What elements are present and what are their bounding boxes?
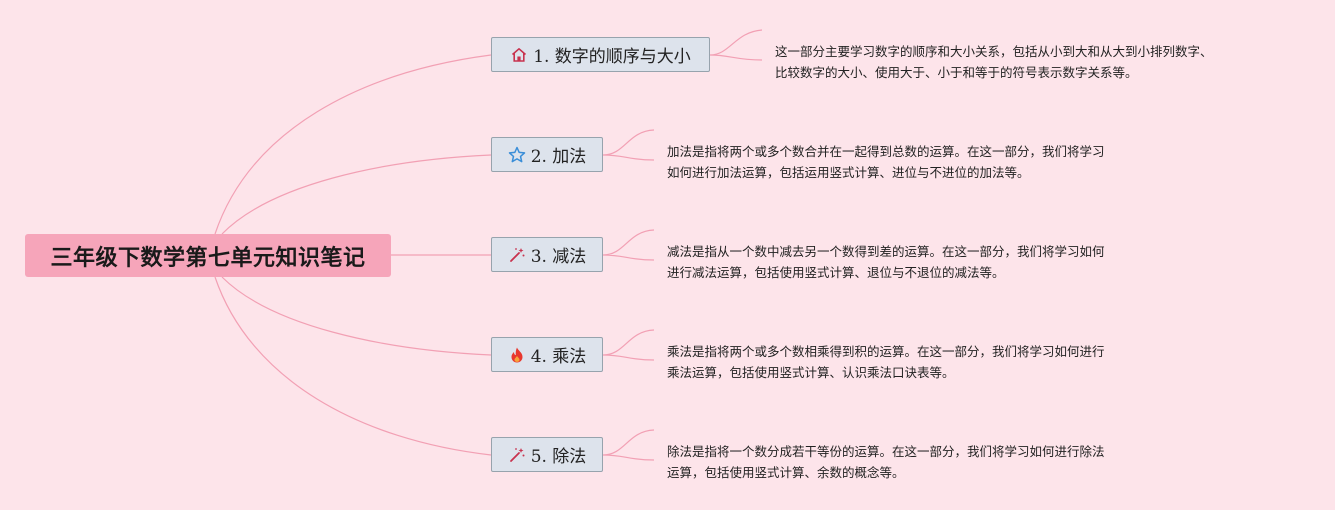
topic-label-1: 1. 数字的顺序与大小 [533,47,691,67]
connector-root-topic-1 [214,54,492,235]
connector-topic-2-desc [602,129,655,161]
description-line: 进行减法运算，包括使用竖式计算、退位与不退位的减法等。 [667,265,1005,280]
connector-topic-4-desc [602,329,655,361]
topic-node-5[interactable]: 5. 除法 [491,437,603,472]
topic-node-1[interactable]: 1. 数字的顺序与大小 [491,37,710,72]
magic-wand-icon [508,246,526,264]
topic-description-2: 加法是指将两个或多个数合并在一起得到总数的运算。在这一部分，我们将学习 如何进行… [667,141,1105,183]
topic-node-4[interactable]: 4. 乘法 [491,337,603,372]
root-title: 三年级下数学第七单元知识笔记 [50,245,366,271]
topic-node-3[interactable]: 3. 减法 [491,237,603,272]
description-line: 运算，包括使用竖式计算、余数的概念等。 [667,465,905,480]
topic-label-5: 5. 除法 [530,447,587,467]
description-line: 乘法是指将两个或多个数相乘得到积的运算。在这一部分，我们将学习如何进行 [667,344,1105,359]
star-icon [508,146,526,164]
topic-description-4: 乘法是指将两个或多个数相乘得到积的运算。在这一部分，我们将学习如何进行 乘法运算… [667,341,1105,383]
topic-label-4: 4. 乘法 [530,347,587,367]
topic-node-2[interactable]: 2. 加法 [491,137,603,172]
topic-description-5: 除法是指将一个数分成若干等份的运算。在这一部分，我们将学习如何进行除法 运算，包… [667,441,1105,483]
root-node[interactable]: 三年级下数学第七单元知识笔记 [25,234,391,277]
connector-root-topic-2 [221,154,492,235]
connector-root-topic-5 [214,276,492,456]
description-line: 除法是指将一个数分成若干等份的运算。在这一部分，我们将学习如何进行除法 [667,444,1105,459]
magic-wand-icon [508,446,526,464]
connector-topic-5-desc [602,429,655,461]
connector-topic-3-desc [602,229,655,261]
topic-description-1: 这一部分主要学习数字的顺序和大小关系，包括从小到大和从大到小排列数字、 比较数字… [775,41,1213,83]
description-line: 乘法运算，包括使用竖式计算、认识乘法口诀表等。 [667,365,955,380]
connector-topic-1-desc [709,29,763,61]
fire-icon [508,346,526,364]
description-line: 如何进行加法运算，包括运用竖式计算、进位与不进位的加法等。 [667,165,1030,180]
home-icon [510,46,528,64]
topic-description-3: 减法是指从一个数中减去另一个数得到差的运算。在这一部分，我们将学习如何 进行减法… [667,241,1105,283]
description-line: 加法是指将两个或多个数合并在一起得到总数的运算。在这一部分，我们将学习 [667,144,1105,159]
description-line: 比较数字的大小、使用大于、小于和等于的符号表示数字关系等。 [775,65,1138,80]
description-line: 这一部分主要学习数字的顺序和大小关系，包括从小到大和从大到小排列数字、 [775,44,1213,59]
topic-label-2: 2. 加法 [530,147,587,167]
connector-root-topic-4 [221,276,492,356]
description-line: 减法是指从一个数中减去另一个数得到差的运算。在这一部分，我们将学习如何 [667,244,1105,259]
topic-label-3: 3. 减法 [530,247,587,267]
